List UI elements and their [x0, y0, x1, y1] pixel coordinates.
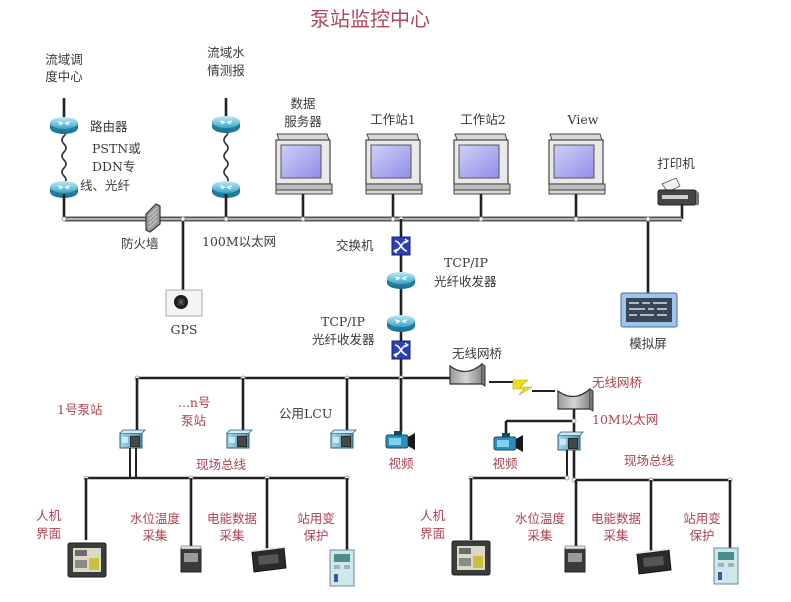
basin-dispatch-label-1: 流域调 — [45, 52, 83, 67]
energy-right-label-2: 采集 — [603, 528, 629, 543]
energy-left-label-1: 电能数据 — [207, 511, 257, 526]
gps-receiver-icon — [165, 289, 203, 317]
basin-dispatch-label-2: 度中心 — [45, 69, 83, 84]
wireless-link-icon — [512, 379, 534, 396]
station-protect-right-label-1: 站用变 — [683, 511, 721, 526]
station-n-label-1: ...n号 — [178, 395, 210, 410]
water-temp-right-label-1: 水位温度 — [515, 511, 566, 526]
hmi-left-label-1: 人机 — [36, 508, 62, 523]
transceiver-upper-label-1: TCP/IP — [444, 255, 488, 270]
station-1-lcu-icon — [119, 429, 146, 449]
view-station-icon — [548, 133, 606, 195]
energy-meter-icon — [251, 545, 287, 573]
router-icon — [49, 116, 79, 135]
station-protect-right-label-2: 保护 — [689, 528, 714, 543]
diagram-title: 泵站监控中心 — [310, 7, 430, 31]
hmi-panel-icon — [67, 542, 107, 578]
video-camera-icon — [493, 432, 524, 453]
fiber-transceiver-icon — [386, 314, 416, 333]
right-station-lcu-icon — [557, 431, 584, 451]
switch-icon — [391, 340, 411, 360]
protection-relay-icon — [329, 549, 355, 587]
workstation-1-label: 工作站1 — [370, 112, 415, 127]
water-temp-left-label-2: 采集 — [142, 528, 168, 543]
video-camera-icon — [385, 430, 416, 451]
link-label-1: PSTN或 — [92, 141, 141, 156]
station-protect-left-label-1: 站用变 — [297, 511, 335, 526]
station-protect-left-label-2: 保护 — [303, 528, 328, 543]
wan-link — [61, 127, 67, 185]
wireless-bridge-right-label: 无线网桥 — [592, 375, 643, 390]
wan-link — [223, 127, 229, 185]
video-right-label: 视频 — [492, 456, 518, 471]
public-lcu-label: 公用LCU — [279, 406, 332, 421]
station-1-label: 1号泵站 — [57, 402, 102, 417]
energy-meter-icon — [636, 547, 672, 575]
water-level-meter-icon — [564, 545, 586, 573]
hmi-right-label-2: 界面 — [420, 526, 445, 541]
energy-right-label-1: 电能数据 — [591, 511, 641, 526]
link-label-3: 线、光纤 — [80, 178, 131, 193]
printer-label: 打印机 — [657, 156, 695, 171]
ethernet-10m-label: 10M以太网 — [592, 412, 658, 427]
fieldbus-left-label: 现场总线 — [196, 457, 247, 472]
wireless-bridge-icon — [557, 388, 594, 412]
firewall-label: 防火墙 — [121, 236, 159, 251]
ethernet-100m-label: 100M以太网 — [202, 234, 276, 249]
printer-icon — [657, 177, 699, 206]
station-n-label-2: 泵站 — [181, 413, 206, 428]
wireless-bridge-left-label: 无线网桥 — [452, 346, 503, 361]
public-lcu-icon — [330, 429, 357, 449]
transceiver-upper-label-2: 光纤收发器 — [434, 274, 497, 289]
hmi-panel-icon — [451, 540, 491, 576]
hmi-right-label-1: 人机 — [420, 508, 446, 523]
basin-hydro-label-2: 情测报 — [207, 63, 245, 78]
workstation-2-label: 工作站2 — [460, 112, 505, 127]
workstation-2-icon — [453, 133, 511, 195]
fieldbus-right-label: 现场总线 — [624, 453, 675, 468]
router-label: 路由器 — [90, 119, 128, 134]
data-server-label-2: 服务器 — [284, 114, 322, 129]
hmi-left-label-2: 界面 — [36, 526, 61, 541]
wireless-bridge-icon — [449, 363, 486, 387]
basin-hydro-label-1: 流域水 — [207, 45, 245, 60]
fiber-transceiver-icon — [386, 271, 416, 290]
energy-left-label-2: 采集 — [219, 528, 245, 543]
data-server-icon — [275, 133, 333, 195]
link-label-2: DDN专 — [92, 159, 135, 174]
station-n-lcu-icon — [226, 429, 253, 449]
gps-label: GPS — [171, 322, 198, 337]
protection-relay-icon — [713, 547, 739, 585]
transceiver-lower-label-2: 光纤收发器 — [312, 332, 375, 347]
workstation-1-icon — [365, 133, 423, 195]
view-label: View — [567, 112, 599, 127]
mimic-panel-label: 模拟屏 — [629, 336, 667, 351]
water-temp-right-label-2: 采集 — [527, 528, 553, 543]
firewall-icon — [145, 203, 161, 233]
data-server-label-1: 数据 — [290, 96, 315, 111]
switch-label: 交换机 — [336, 238, 374, 253]
video-left-label: 视频 — [388, 456, 414, 471]
router-icon — [211, 115, 241, 134]
switch-icon — [391, 236, 411, 256]
transceiver-lower-label-1: TCP/IP — [321, 314, 365, 329]
mimic-panel-icon — [620, 292, 678, 328]
water-temp-left-label-1: 水位温度 — [130, 511, 181, 526]
water-level-meter-icon — [180, 545, 202, 573]
